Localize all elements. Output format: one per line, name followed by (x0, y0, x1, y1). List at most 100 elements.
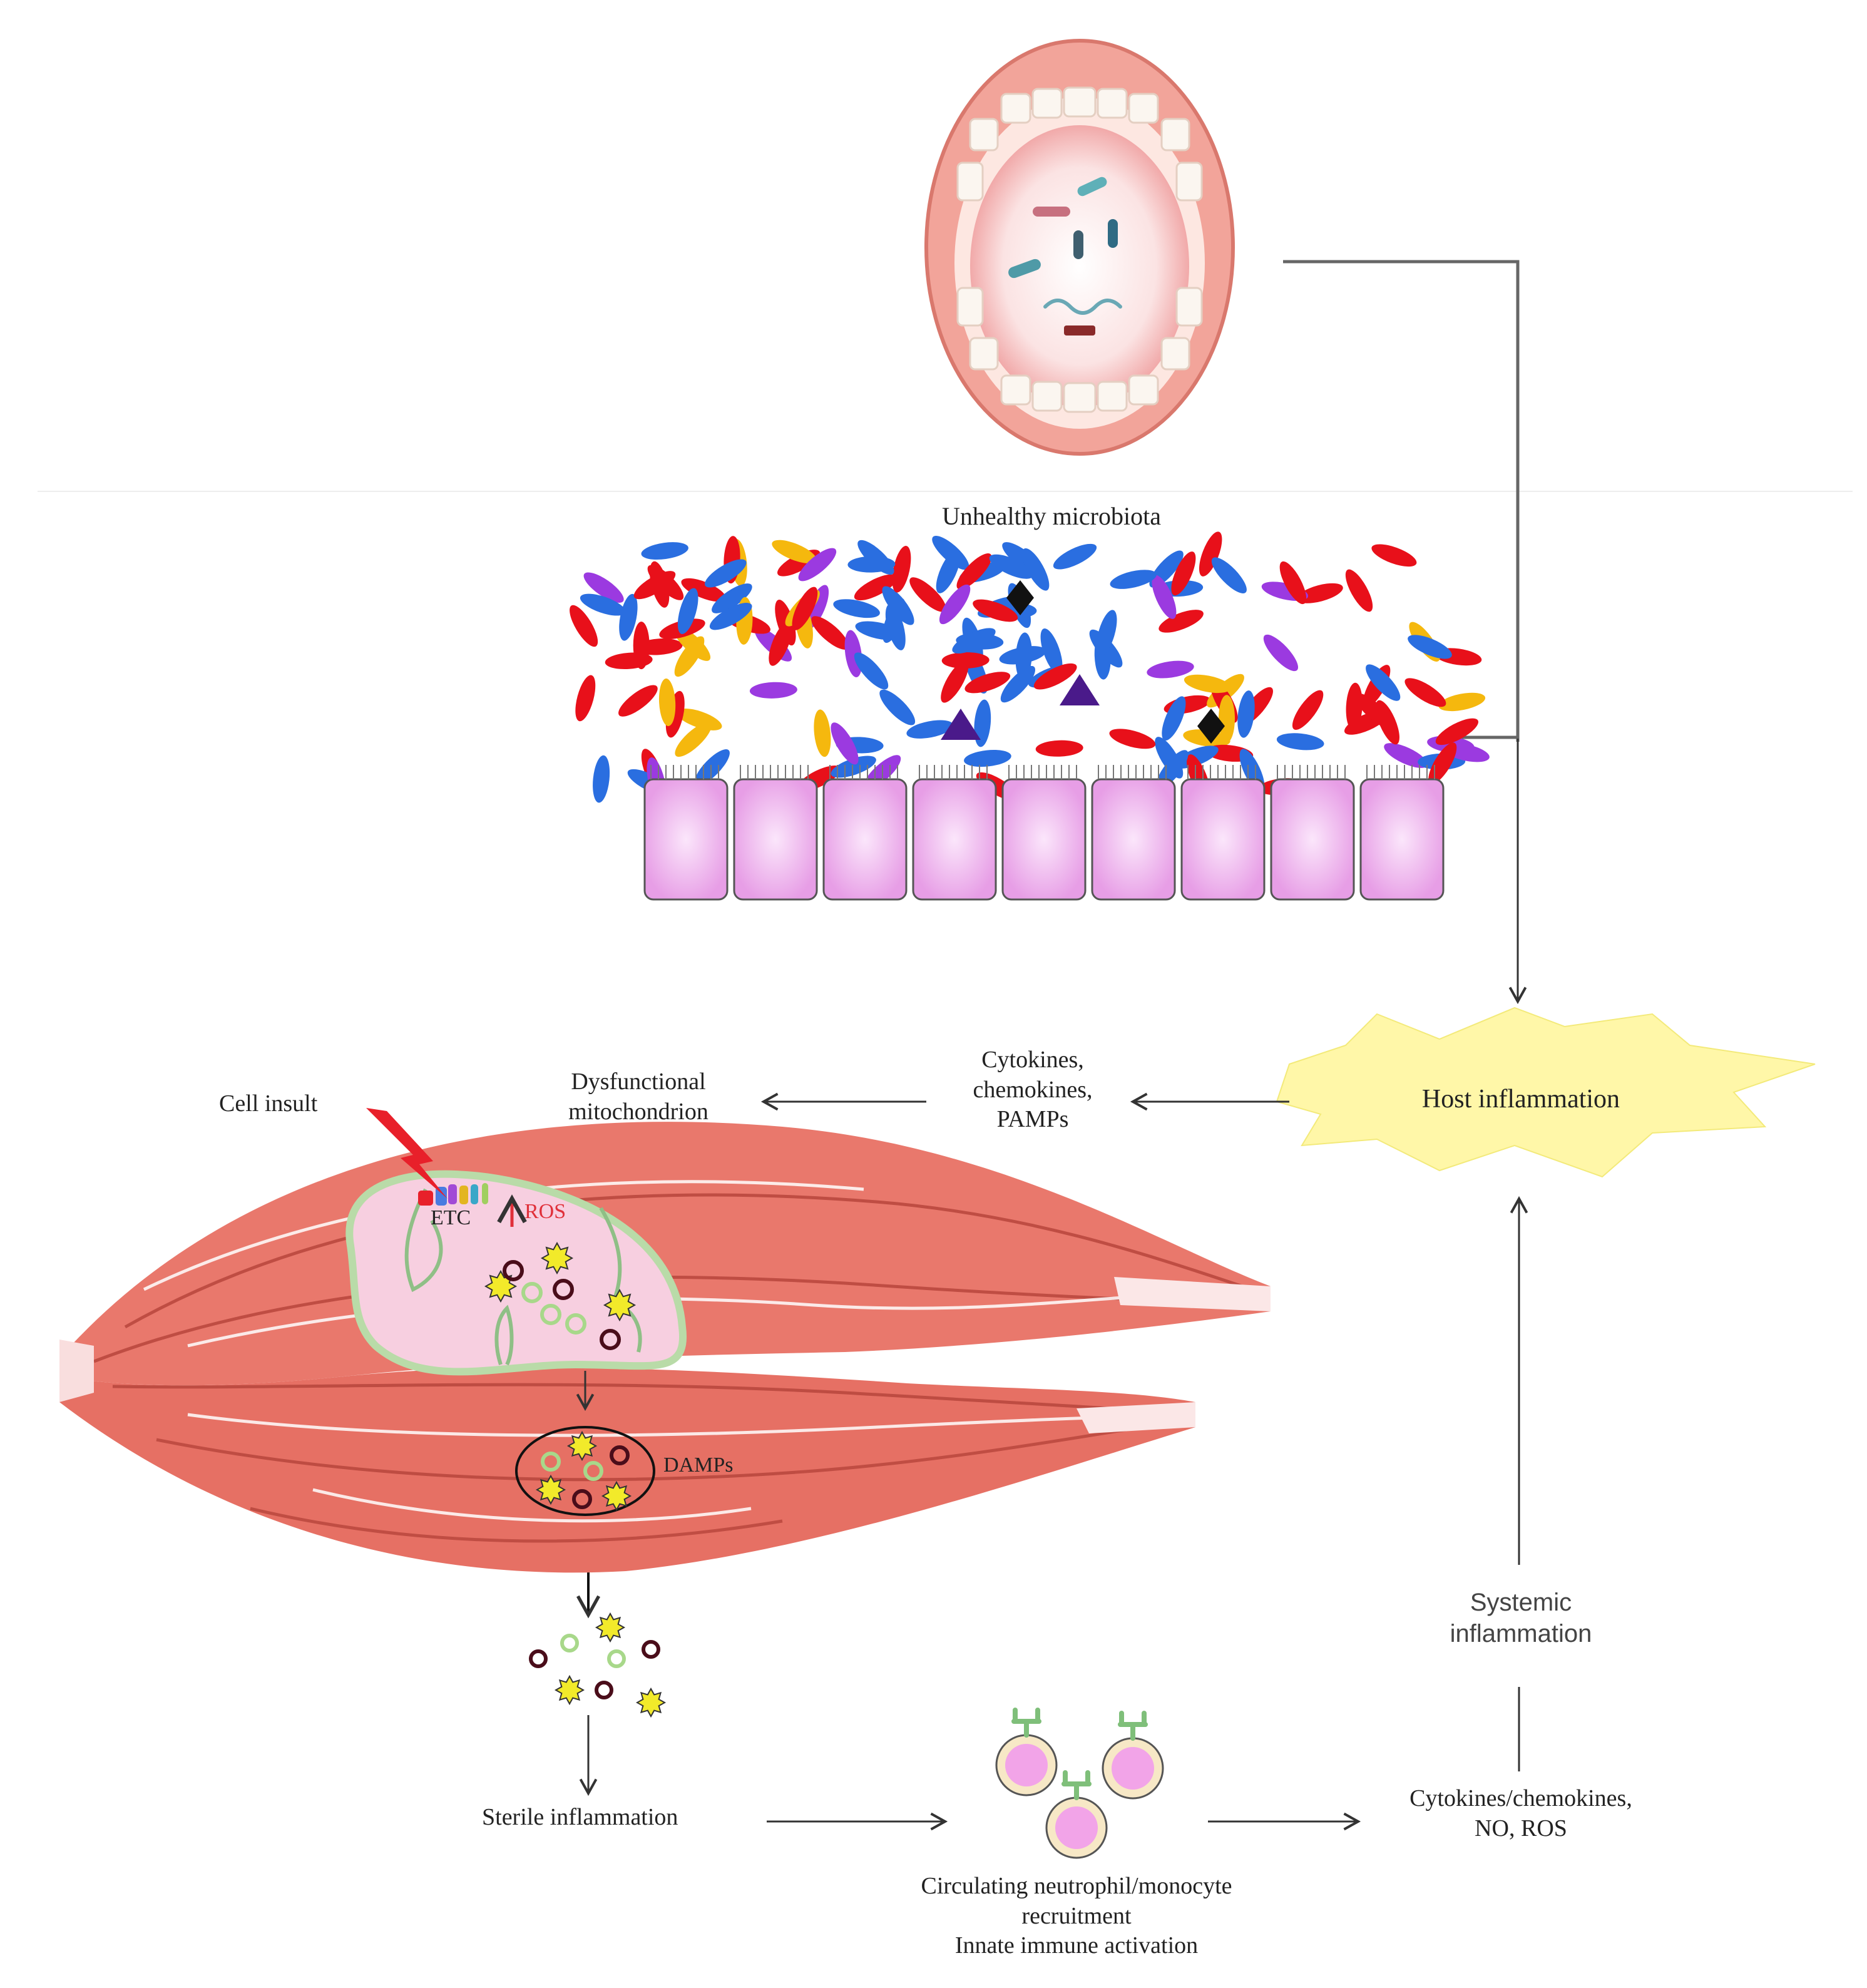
lightning-bolt-icon (366, 1108, 448, 1199)
bacterium-icon (831, 756, 876, 778)
damp-ring-icon (583, 1461, 603, 1481)
damp-ring-icon (529, 1649, 548, 1668)
bacterium-icon (989, 554, 1033, 579)
bacterium-icon (1199, 531, 1222, 576)
bacterium-icon (792, 587, 818, 630)
bacterium-icon (811, 616, 849, 650)
bacterium-icon (879, 689, 916, 725)
bacterium-icon (1211, 557, 1247, 593)
immune-cells (995, 1708, 1164, 1859)
damp-ring-icon (503, 1260, 524, 1281)
receptor-icon (1011, 1708, 1041, 1738)
bacterium-icon (1345, 569, 1373, 612)
epithelial-cell (1270, 778, 1355, 901)
bacterium-icon (936, 549, 961, 593)
bacterium-icon (1022, 548, 1050, 591)
label-dysfunctional-mitochondrion: Dysfunctional mitochondrion (568, 1068, 708, 1125)
bacterium-icon (677, 708, 722, 730)
bacterium-icon (712, 583, 752, 613)
mouth-illustration (924, 39, 1235, 456)
bacterium-icon (1438, 692, 1486, 712)
bacterium-icon (1279, 561, 1307, 605)
microbiota-connector (1283, 260, 1520, 742)
bacterium-icon (1435, 718, 1479, 745)
immune-cell-nucleus (1055, 1806, 1098, 1849)
bacterium-icon (1276, 733, 1324, 751)
label-damps: DAMPs (663, 1453, 734, 1477)
damp-star-icon (603, 1288, 637, 1322)
damp-ring-icon (600, 1329, 621, 1350)
bacterium-icon (677, 588, 698, 635)
label-ros: ROS (524, 1200, 566, 1223)
bacterium-icon (633, 622, 650, 670)
bacterium-icon (1152, 575, 1177, 619)
bacterium-icon (952, 628, 996, 654)
bacterium-icon (833, 599, 880, 618)
bacterium-icon (658, 679, 676, 726)
bacterium-icon (580, 593, 626, 616)
bacterium-icon (1366, 664, 1401, 701)
bacterium-icon (892, 546, 911, 593)
damp-star-icon (484, 1269, 518, 1303)
damp-particles (484, 1241, 667, 1718)
damp-star-icon (601, 1480, 632, 1512)
bacterium-icon (575, 675, 596, 722)
damps-vesicle (515, 1426, 655, 1516)
label-cytokines-no-ros: Cytokines/chemokines, NO, ROS (1409, 1785, 1632, 1842)
bacterium-icon (1147, 660, 1194, 679)
bacterium-icon (1159, 610, 1204, 633)
damp-ring-icon (565, 1313, 586, 1335)
label-unhealthy-microbiota: Unhealthy microbiota (942, 502, 1161, 530)
bacterium-icon (906, 720, 954, 739)
bacterium-icon (1033, 663, 1077, 690)
bacterium-icon (939, 584, 971, 625)
bacterium-icon (798, 548, 837, 582)
triangle-marker-icon (1060, 674, 1100, 705)
bacterium-icon (964, 749, 1011, 767)
bacterium-icon (1408, 635, 1452, 659)
bacterium-icon (831, 722, 859, 765)
bacterium-icon (854, 574, 898, 601)
damp-ring-icon (541, 1452, 561, 1472)
bacterium-icon (1035, 740, 1083, 757)
triangle-marker-icon (941, 709, 981, 740)
bacterium-icon (882, 598, 906, 643)
label-sterile-inflammation: Sterile inflammation (482, 1804, 678, 1830)
bacterium-icon (941, 652, 990, 669)
host-inflammation-burst (1276, 1007, 1816, 1178)
epithelial-cell-layer (643, 765, 1445, 901)
bacterium-icon (1040, 628, 1063, 674)
epithelial-cell (1091, 778, 1176, 901)
bacterium-icon (1346, 682, 1363, 730)
damp-ring-icon (642, 1640, 660, 1659)
damp-ring-icon (540, 1304, 561, 1325)
bacterium-icon (814, 709, 831, 757)
bacterium-icon (1162, 696, 1186, 741)
bacterium-icon (973, 599, 1018, 622)
damp-star-icon (554, 1674, 585, 1706)
bacterium-icon (964, 672, 1011, 694)
bacteria-cluster (570, 531, 1490, 804)
bacterium-icon (681, 578, 726, 602)
receptor-icon (1061, 1770, 1092, 1800)
bacterium-icon (1219, 695, 1235, 743)
damp-ring-icon (595, 1681, 613, 1699)
bacterium-icon (647, 565, 684, 600)
bacterium-icon (593, 755, 610, 803)
bacterium-icon (956, 553, 992, 590)
epithelial-cell (643, 778, 729, 901)
bacterium-icon (1292, 690, 1324, 730)
damp-ring-icon (553, 1279, 574, 1300)
damp-star-icon (595, 1612, 626, 1643)
damp-ring-icon (607, 1649, 626, 1668)
epithelial-cell (822, 778, 908, 901)
epithelial-cell (1359, 778, 1445, 901)
bacterium-icon (1171, 551, 1196, 596)
damp-ring-icon (610, 1445, 630, 1465)
bacterium-icon (1384, 743, 1428, 768)
receptor-icon (1118, 1711, 1148, 1741)
immune-cell-nucleus (1005, 1744, 1048, 1786)
epithelial-cell (1180, 778, 1266, 901)
